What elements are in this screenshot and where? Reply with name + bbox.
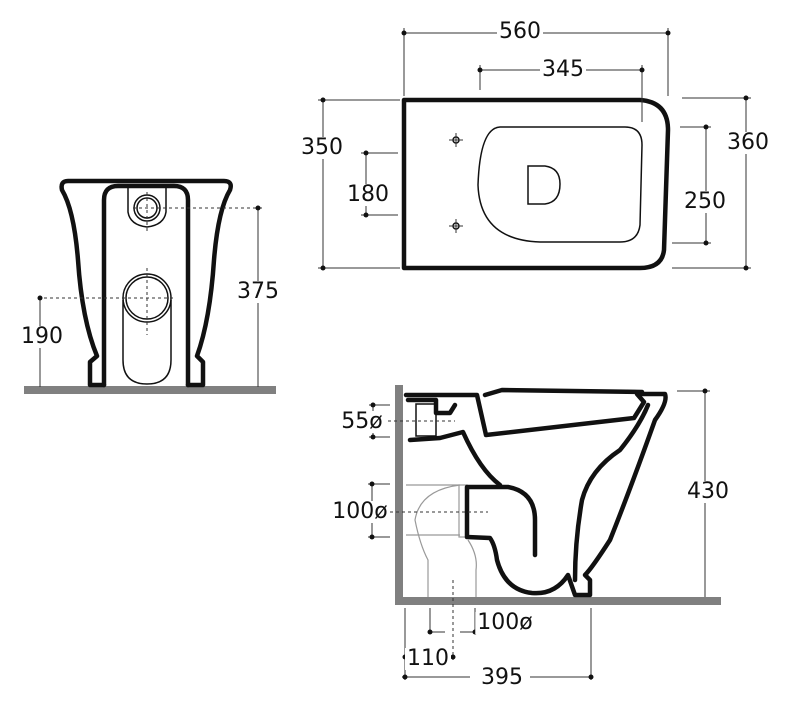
dim-55-diameter: 55ø [339, 409, 385, 434]
dim-350: 350 [299, 135, 345, 160]
side-view [368, 385, 721, 680]
top-outline [401, 97, 671, 271]
inlet-pipe [415, 403, 437, 437]
dim-190: 190 [19, 324, 65, 349]
dim-100-diameter-wall: 100ø [330, 499, 390, 524]
top-view [318, 28, 751, 271]
dim-180: 180 [345, 182, 391, 207]
inlet-spud [405, 397, 503, 488]
outlet-slot [122, 300, 172, 385]
inlet-housing [127, 188, 167, 228]
dim-345: 345 [540, 57, 586, 82]
dim-560: 560 [497, 19, 543, 44]
seat-opening [477, 126, 643, 243]
wall [395, 385, 403, 605]
fixing-hole-top [449, 133, 463, 147]
dim-430: 430 [685, 479, 731, 504]
fixing-hole-bottom [449, 219, 463, 233]
dim-100-diameter-floor: 100ø [475, 610, 535, 635]
side-floor [395, 597, 721, 605]
dim-375: 375 [235, 279, 281, 304]
flush-d-shape [527, 165, 561, 205]
front-view [24, 178, 276, 394]
dim-110: 110 [405, 646, 451, 671]
dim-360: 360 [725, 130, 771, 155]
dim-250: 250 [682, 189, 728, 214]
side-bowl-outline [403, 387, 668, 598]
floor-outlet-pipe-ghost [406, 484, 477, 597]
front-floor [24, 386, 276, 394]
dim-395: 395 [479, 665, 525, 690]
front-outer-outline [59, 178, 233, 388]
front-inner-panel [101, 183, 191, 388]
